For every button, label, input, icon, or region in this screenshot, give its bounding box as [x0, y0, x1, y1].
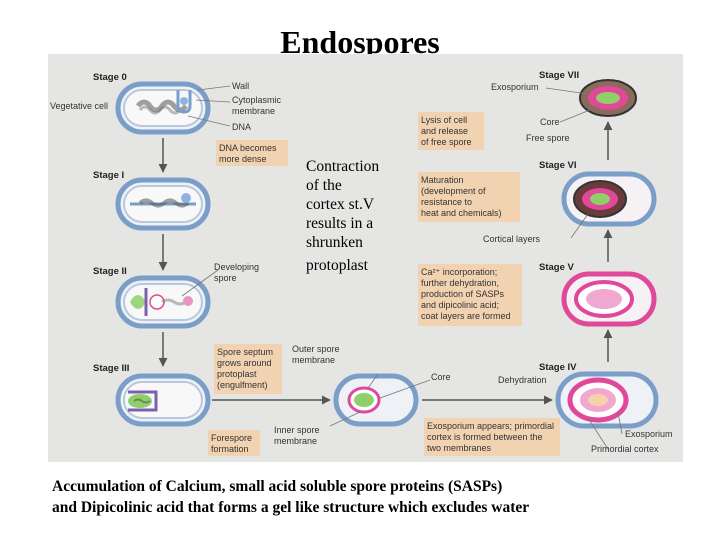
label-cytoplasmic-1: Cytoplasmic [232, 95, 282, 105]
stage-3-label: Stage III [93, 363, 129, 374]
svg-text:cortex is formed between the: cortex is formed between the [427, 432, 543, 442]
label-outer-spore-2: membrane [292, 355, 335, 365]
svg-text:grows around: grows around [217, 358, 272, 368]
label-vegetative-cell: Vegetative cell [50, 101, 108, 111]
box-maturation: Maturation (development of resistance to… [418, 172, 520, 222]
svg-text:coat layers are formed: coat layers are formed [421, 311, 511, 321]
stage-4-label: Stage IV [539, 362, 577, 373]
svg-text:DNA becomes: DNA becomes [219, 143, 277, 153]
stage-3-cell [115, 373, 211, 427]
stage-6-label: Stage VI [539, 160, 577, 171]
stage-2-cell [115, 275, 211, 329]
box-dna-dense: DNA becomes more dense [216, 140, 288, 166]
stage-7-label: Stage VII [539, 70, 579, 81]
diagram-svg: Stage 0 Stage I Stage II Stage III Stage… [50, 70, 673, 456]
stage-6-cell [561, 171, 657, 227]
box-spore-septum: Spore septum grows around protoplast (en… [214, 344, 282, 394]
caption: Accumulation of Calcium, small acid solu… [52, 476, 692, 518]
stage-2-label: Stage II [93, 266, 127, 277]
svg-text:and dipicolinic acid;: and dipicolinic acid; [421, 300, 499, 310]
label-wall: Wall [232, 81, 249, 91]
stage-0-label: Stage 0 [93, 72, 127, 83]
label-primordial-cortex: Primordial cortex [591, 444, 659, 454]
svg-text:two membranes: two membranes [427, 443, 492, 453]
svg-text:and release: and release [421, 126, 468, 136]
contraction-note: Contraction of the cortex st.V results i… [306, 158, 380, 274]
stage-1-label: Stage I [93, 170, 124, 181]
svg-text:production of SASPs: production of SASPs [421, 289, 505, 299]
label-developing-2: spore [214, 273, 237, 283]
svg-text:protoplast: protoplast [217, 369, 257, 379]
box-calcium: Ca²⁺ incorporation; further dehydration,… [418, 264, 522, 326]
caption-line-1: Accumulation of Calcium, small acid solu… [52, 478, 503, 495]
svg-text:Forespore: Forespore [211, 433, 252, 443]
label-exosporium-top: Exosporium [491, 82, 539, 92]
label-core-top: Core [540, 117, 560, 127]
svg-text:Spore septum: Spore septum [217, 347, 273, 357]
label-cortical-layers: Cortical layers [483, 234, 541, 244]
svg-text:Maturation: Maturation [421, 175, 464, 185]
stage-0-cell [115, 81, 211, 135]
stage-7-free-spore [579, 79, 637, 117]
svg-text:formation: formation [211, 444, 249, 454]
box-lysis: Lysis of cell and release of free spore [418, 112, 484, 150]
svg-text:more dense: more dense [219, 154, 267, 164]
svg-text:(development of: (development of [421, 186, 486, 196]
stage-4-cell [555, 371, 659, 429]
label-dehydration: Dehydration [498, 375, 547, 385]
label-exosporium-bottom: Exosporium [625, 429, 673, 439]
svg-text:further dehydration,: further dehydration, [421, 278, 499, 288]
svg-text:Ca²⁺ incorporation;: Ca²⁺ incorporation; [421, 267, 497, 277]
label-inner-spore-2: membrane [274, 436, 317, 446]
svg-text:Exosporium appears; primordial: Exosporium appears; primordial [427, 421, 554, 431]
box-exosporium-appears: Exosporium appears; primordial cortex is… [424, 418, 560, 456]
stage-5-label: Stage V [539, 262, 575, 273]
label-dna: DNA [232, 122, 251, 132]
stage-5-cell [561, 271, 657, 327]
label-developing-1: Developing [214, 262, 259, 272]
engulfed-spore-cell [333, 373, 419, 427]
svg-text:heat and chemicals): heat and chemicals) [421, 208, 502, 218]
label-outer-spore-1: Outer spore [292, 344, 340, 354]
box-forespore: Forespore formation [208, 430, 260, 456]
endospore-diagram: Stage 0 Stage I Stage II Stage III Stage… [48, 54, 683, 462]
svg-text:(engulfment): (engulfment) [217, 380, 268, 390]
stage-1-cell [115, 177, 211, 231]
label-inner-spore-1: Inner spore [274, 425, 320, 435]
svg-text:of free spore: of free spore [421, 137, 472, 147]
label-cytoplasmic-2: membrane [232, 106, 275, 116]
svg-text:Lysis of cell: Lysis of cell [421, 115, 467, 125]
caption-line-2: and Dipicolinic acid that forms a gel li… [52, 499, 530, 516]
label-core: Core [431, 372, 451, 382]
label-free-spore: Free spore [526, 133, 570, 143]
svg-text:resistance to: resistance to [421, 197, 472, 207]
